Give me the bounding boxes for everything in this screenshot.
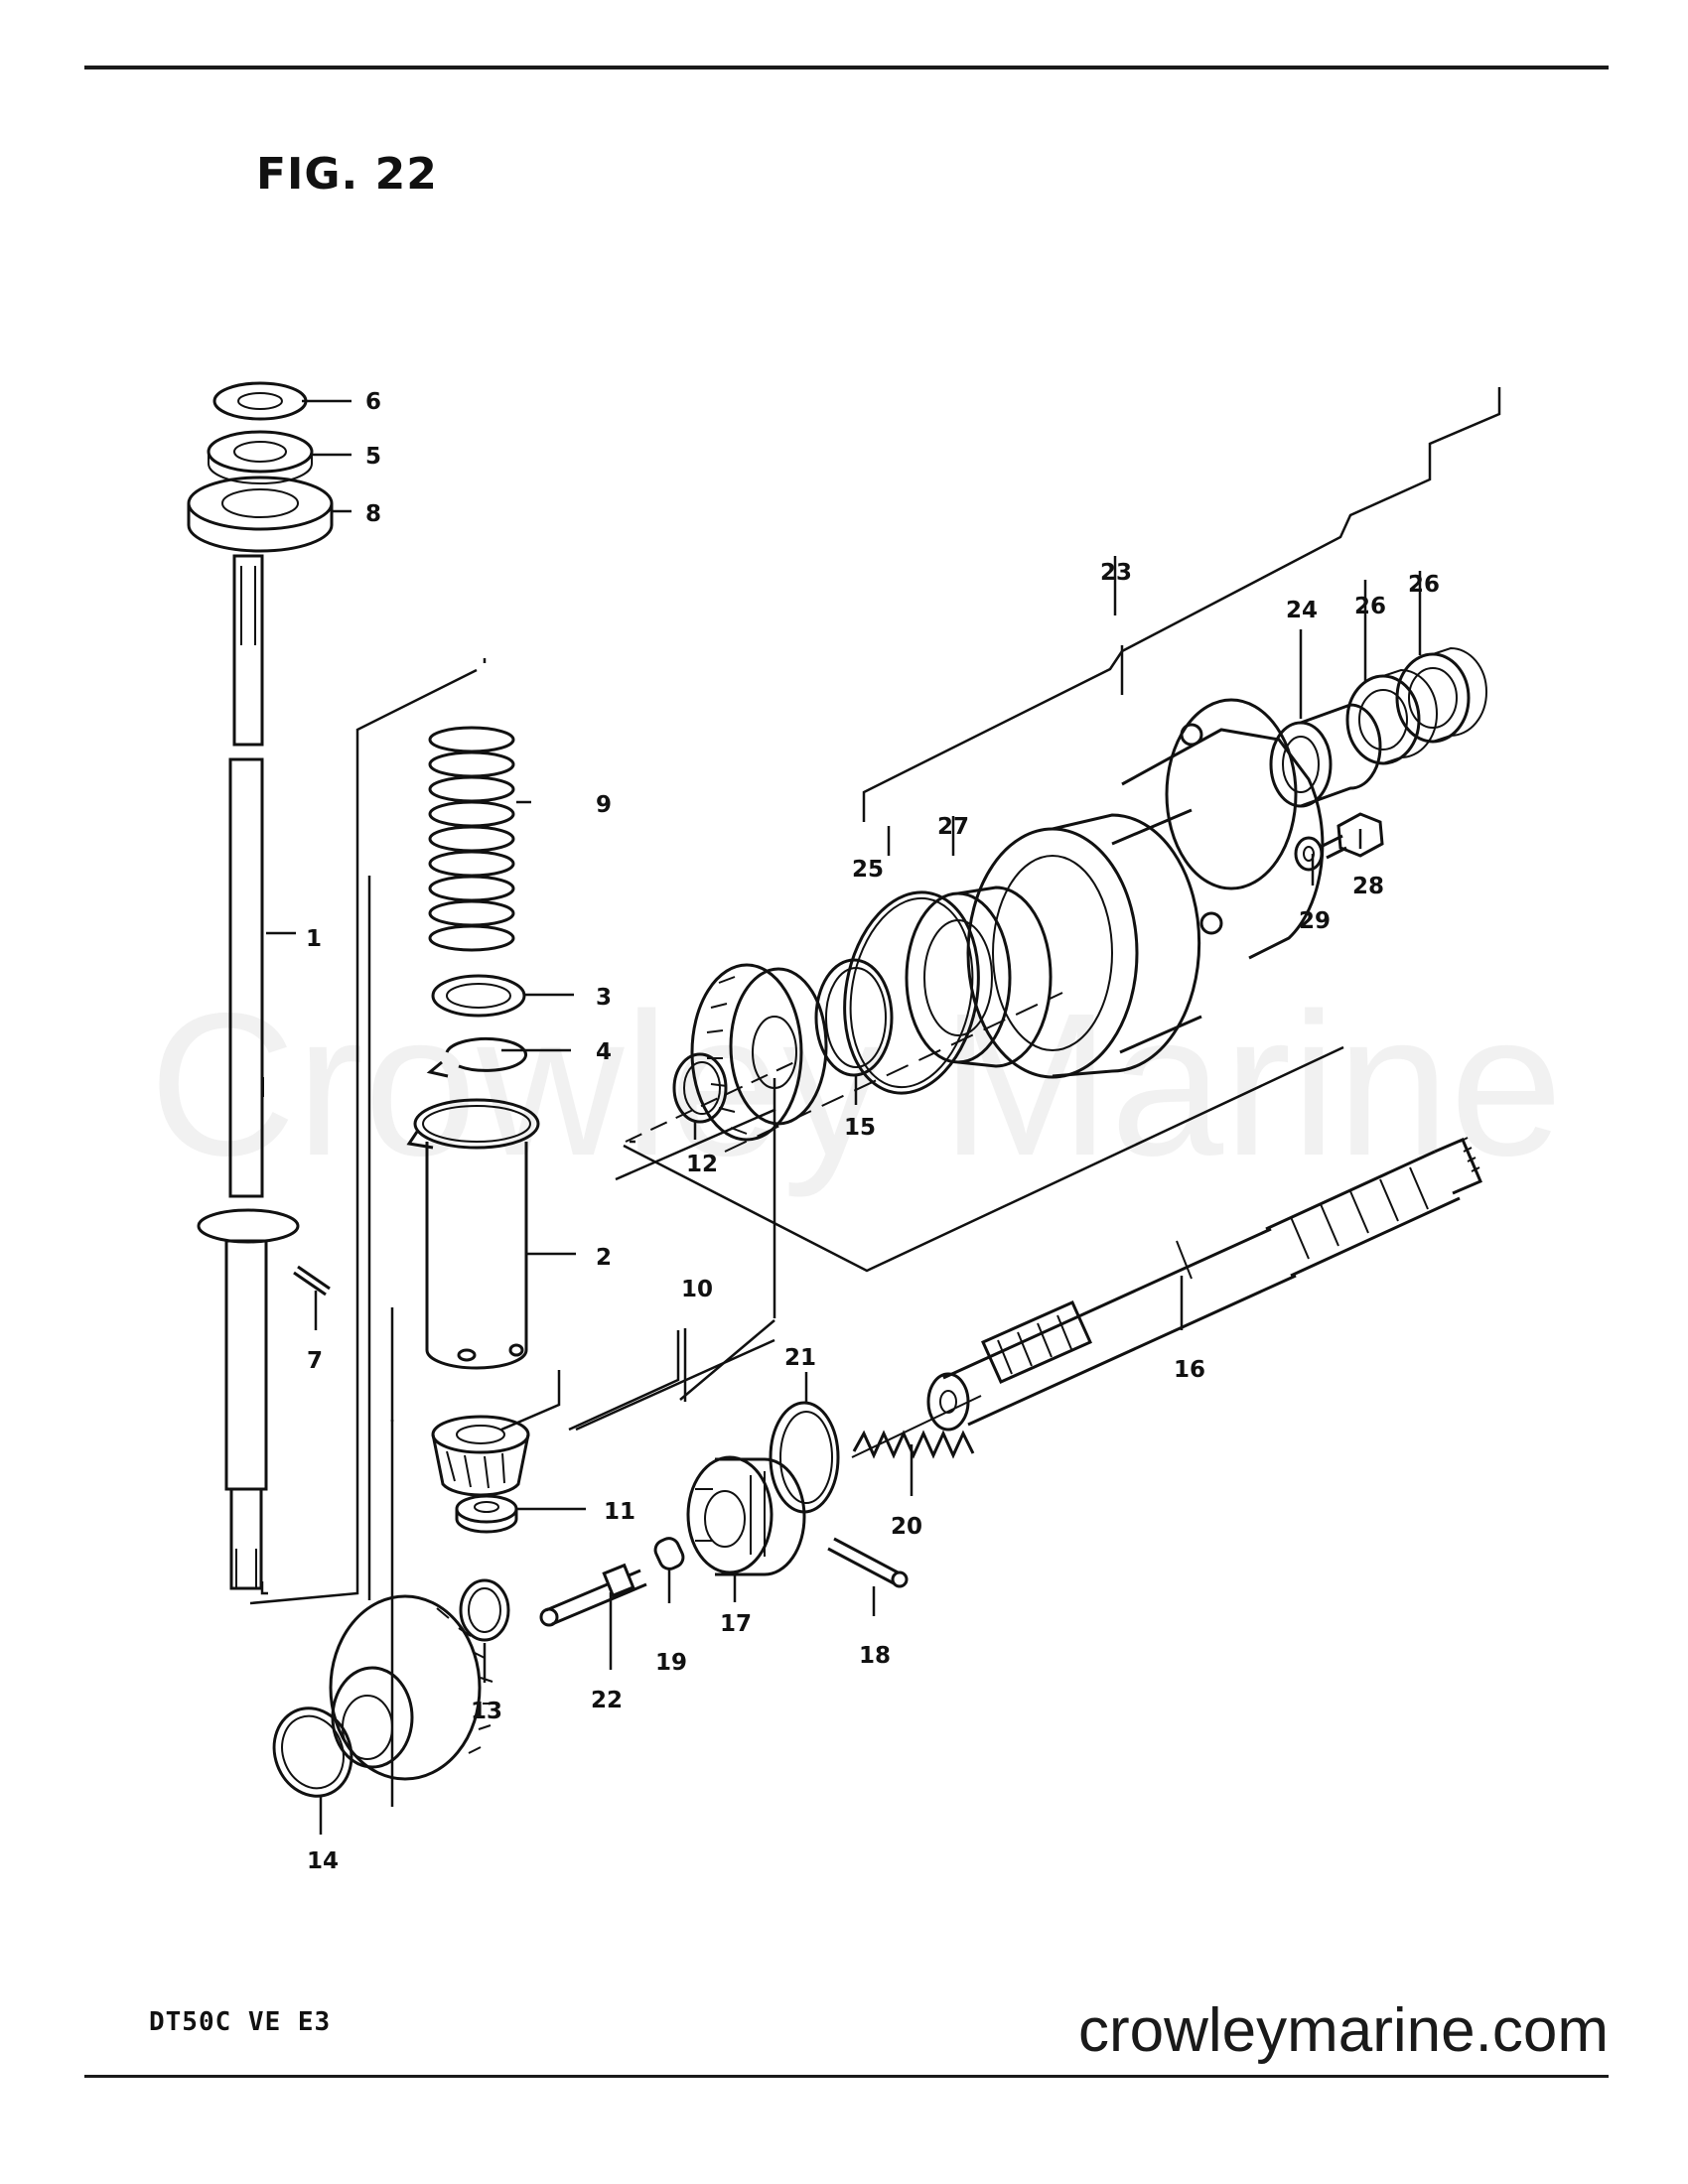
callout-14: 14 — [307, 1848, 339, 1874]
part-4-clip — [426, 1036, 528, 1078]
callout-26-a: 26 — [1354, 594, 1386, 619]
leader-lines — [249, 387, 1501, 1835]
part-20-spring — [851, 1395, 982, 1459]
part-5-ring — [207, 430, 314, 484]
part-11-nut — [455, 1494, 518, 1534]
part-12-shim — [672, 1052, 728, 1124]
callout-20: 20 — [891, 1514, 922, 1540]
part-8-bearing — [187, 476, 334, 553]
part-26-seal-a — [1345, 668, 1438, 765]
callout-10: 10 — [681, 1277, 713, 1302]
part-18-pin — [827, 1537, 909, 1588]
callout-7: 7 — [307, 1348, 323, 1374]
figure-title: FIG. 22 — [256, 149, 438, 200]
callout-23: 23 — [1100, 560, 1132, 586]
part-28-bolt — [1322, 812, 1384, 860]
callout-28: 28 — [1352, 874, 1384, 899]
callout-3: 3 — [596, 985, 612, 1011]
callout-1: 1 — [306, 926, 322, 952]
part-23-housing — [966, 698, 1325, 1079]
callout-5: 5 — [365, 444, 381, 470]
callout-21: 21 — [784, 1345, 816, 1371]
callout-26-b: 26 — [1408, 572, 1440, 598]
forward-gear — [329, 1594, 494, 1781]
callout-24: 24 — [1286, 598, 1318, 623]
part-6-washer — [212, 381, 308, 421]
callout-12: 12 — [686, 1152, 718, 1177]
callout-13: 13 — [471, 1699, 502, 1724]
callout-2: 2 — [596, 1245, 612, 1271]
callout-16: 16 — [1174, 1357, 1205, 1383]
drive-shaft — [197, 554, 300, 1590]
part-19-pin — [653, 1537, 685, 1570]
callout-19: 19 — [655, 1650, 687, 1676]
callout-25: 25 — [852, 857, 884, 883]
part-13-shim — [459, 1578, 510, 1642]
part-2-sleeve — [406, 1098, 540, 1370]
callout-11: 11 — [604, 1499, 635, 1525]
callout-18: 18 — [859, 1643, 891, 1669]
part-25-o-ring — [843, 890, 980, 1095]
callout-22: 22 — [591, 1688, 623, 1713]
part-21-ring — [769, 1401, 840, 1514]
callout-labels: 1 2 3 4 5 6 7 8 9 10 11 12 13 14 15 16 1… — [306, 389, 1440, 1874]
model-code: DT50C VE E3 — [149, 2007, 332, 2037]
callout-9: 9 — [596, 792, 612, 818]
part-3-washer — [431, 974, 526, 1018]
part-16-propeller-shaft — [926, 1137, 1482, 1432]
part-7-pin — [293, 1265, 331, 1297]
part-26-seal-b — [1395, 646, 1487, 744]
part-27-bearing — [905, 886, 1053, 1068]
callout-6: 6 — [365, 389, 381, 415]
part-9-spring — [428, 726, 515, 952]
part-10-pinion — [431, 1415, 530, 1497]
top-rule — [84, 66, 1609, 69]
callout-15: 15 — [844, 1115, 876, 1141]
bottom-rule — [84, 2075, 1609, 2078]
callout-27: 27 — [937, 814, 969, 840]
part-22-push-rod — [539, 1563, 647, 1627]
site-link[interactable]: crowleymarine.com — [1077, 1996, 1609, 2065]
part-29-washer — [1294, 836, 1324, 872]
callout-8: 8 — [365, 501, 381, 527]
part-14-shim — [272, 1706, 353, 1798]
reverse-gear — [690, 963, 828, 1142]
callout-4: 4 — [596, 1039, 612, 1065]
callout-29: 29 — [1299, 908, 1331, 934]
part-17-dog-clutch — [686, 1455, 806, 1576]
callout-17: 17 — [720, 1611, 752, 1637]
